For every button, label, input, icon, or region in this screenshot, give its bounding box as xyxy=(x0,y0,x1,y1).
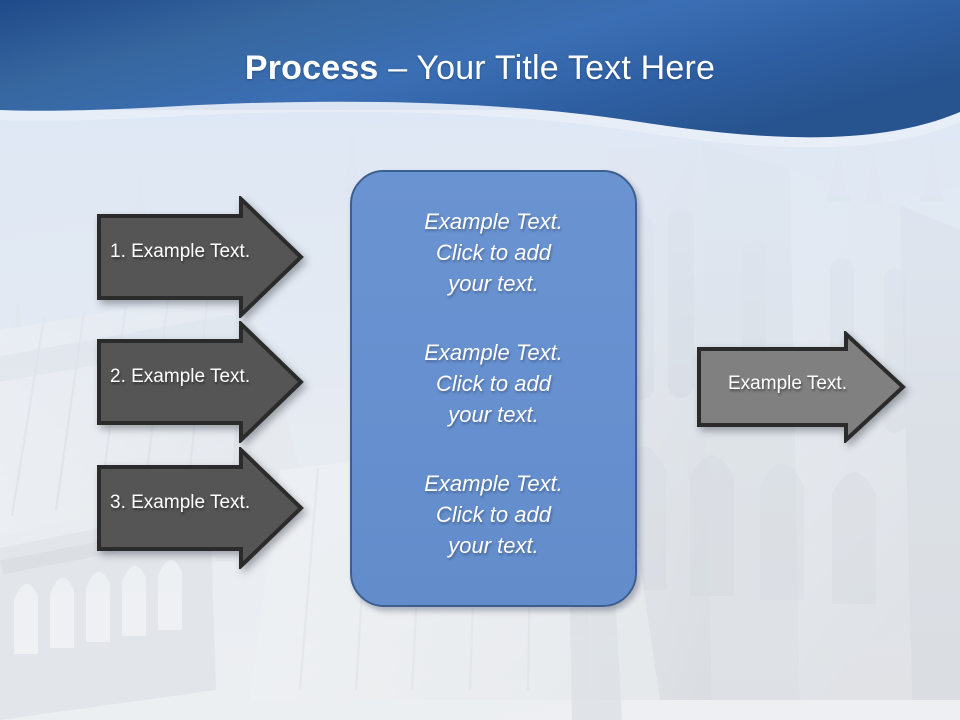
process-step-arrow-3[interactable]: 3. Example Text. xyxy=(96,447,304,569)
header-banner: Process – Your Title Text Here xyxy=(0,0,960,150)
process-detail-box[interactable]: Example Text. Click to add your text. Ex… xyxy=(350,170,637,607)
process-detail-paragraph-3: Example Text. Click to add your text. xyxy=(424,471,563,558)
process-detail-paragraph-2: Example Text. Click to add your text. xyxy=(424,340,563,427)
page-title: Process – Your Title Text Here xyxy=(0,47,960,89)
page-title-bold: Process xyxy=(244,49,379,87)
process-detail-paragraph-1: Example Text. Click to add your text. xyxy=(424,209,563,296)
page-title-rest: – Your Title Text Here xyxy=(378,49,716,87)
process-step-arrow-1[interactable]: 1. Example Text. xyxy=(96,196,304,318)
process-step-arrow-2[interactable]: 2. Example Text. xyxy=(96,321,304,443)
process-output-arrow[interactable]: Example Text. xyxy=(696,331,906,443)
